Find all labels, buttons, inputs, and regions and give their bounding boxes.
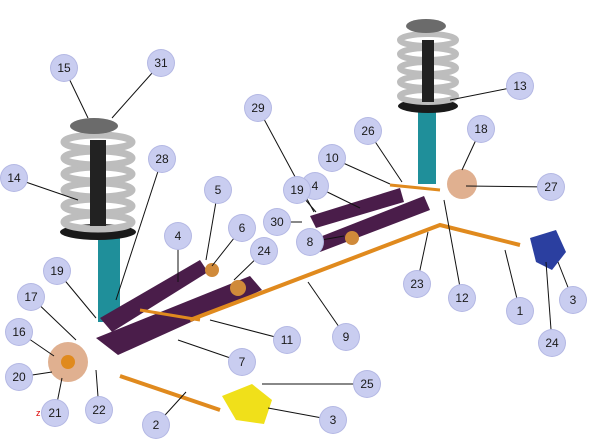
right-damper-rod	[422, 40, 434, 102]
callout-19-left: 19	[44, 258, 70, 284]
bushing	[230, 280, 246, 296]
stabilizer-link	[139, 183, 441, 322]
callout-20: 20	[6, 364, 32, 390]
callout-7: 7	[229, 349, 255, 375]
callout-31: 31	[148, 50, 174, 76]
callout-9: 9	[333, 324, 359, 350]
callout-24-left: 24	[251, 238, 277, 264]
callout-5: 5	[205, 177, 231, 203]
callout-24-rear: 24	[539, 330, 565, 356]
callout-30: 30	[264, 209, 290, 235]
callout-21: 21	[42, 400, 68, 426]
callout-28: 28	[149, 146, 175, 172]
callout-17: 17	[18, 284, 44, 310]
callout-29: 29	[245, 95, 271, 121]
bushing	[345, 231, 359, 245]
right-top-mount	[406, 19, 446, 33]
rear-mounting-bracket	[530, 230, 566, 270]
callout-22: 22	[86, 397, 112, 423]
right-upper-control-arm	[310, 188, 404, 228]
right-wheel-hub	[447, 169, 477, 199]
callout-16: 16	[6, 319, 32, 345]
callout-23: 23	[404, 271, 430, 297]
callout-10: 10	[319, 145, 345, 171]
front-mounting-bracket	[222, 384, 272, 424]
callout-25: 25	[354, 371, 380, 397]
callout-4-left: 4	[165, 223, 191, 249]
left-hub-center	[61, 355, 75, 369]
callout-1: 1	[507, 298, 533, 324]
callout-15: 15	[51, 55, 77, 81]
callout-11: 11	[274, 327, 300, 353]
callout-18: 18	[468, 116, 494, 142]
callout-12: 12	[449, 285, 475, 311]
callout-2: 2	[143, 412, 169, 438]
callout-26: 26	[355, 118, 381, 144]
callout-13: 13	[507, 73, 533, 99]
callout-6: 6	[229, 215, 255, 241]
left-strut-body	[98, 232, 120, 322]
left-damper-rod	[90, 140, 106, 226]
callout-3-rear: 3	[560, 287, 586, 313]
right-strut-body	[418, 112, 436, 184]
axis-indicator-label: z	[36, 408, 41, 418]
left-upper-control-arm	[100, 260, 208, 332]
callout-8: 8	[297, 229, 323, 255]
stabilizer-bar	[119, 222, 521, 412]
callout-3-front: 3	[320, 407, 346, 433]
right-lower-control-arm	[312, 196, 430, 252]
callout-14: 14	[1, 165, 27, 191]
leader-lines	[13, 62, 574, 426]
callout-27: 27	[538, 174, 564, 200]
callout-19-right: 19	[284, 177, 310, 203]
left-top-mount	[70, 118, 118, 134]
bushing	[205, 263, 219, 277]
